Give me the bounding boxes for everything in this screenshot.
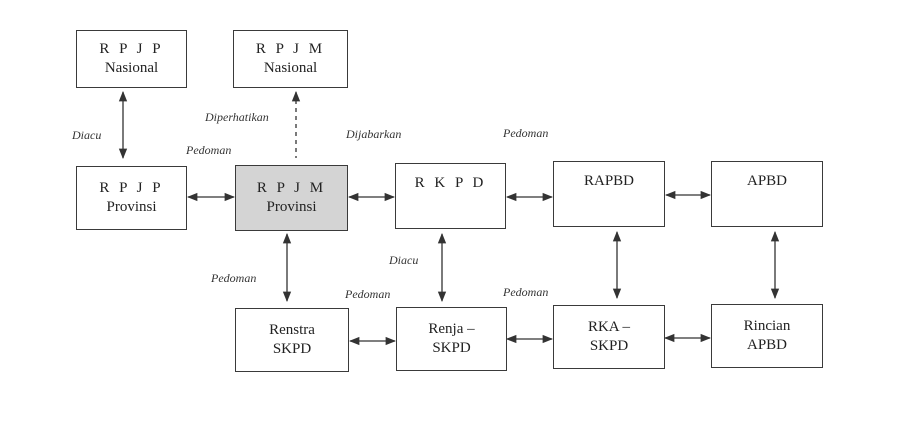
box-rpjp-nasional-line2: Nasional (104, 60, 159, 76)
box-rpjp-provinsi-line1: R P J P (99, 180, 164, 196)
box-rpjm-nasional-line1: R P J M (255, 41, 326, 57)
box-rkpd-line1: R K P D (414, 175, 487, 191)
box-rpjp-nasional-line1: R P J P (99, 41, 164, 57)
label-dijabarkan: Dijabarkan (346, 127, 402, 141)
label-diacu-left: Diacu (72, 128, 102, 142)
box-renstra-skpd-line1: Renstra (269, 322, 315, 338)
box-renja-skpd: Renja – SKPD (396, 307, 507, 371)
box-rkpd: R K P D (395, 163, 506, 229)
box-rincian-apbd-line2: APBD (746, 337, 787, 353)
box-rincian-apbd: Rincian APBD (711, 304, 823, 368)
box-rapbd: RAPBD (553, 161, 665, 227)
box-renstra-skpd-line2: SKPD (272, 341, 312, 357)
box-rapbd-line1: RAPBD (583, 173, 635, 189)
box-renja-skpd-line2: SKPD (432, 340, 471, 356)
label-pedoman-mid-left: Pedoman (211, 271, 257, 285)
box-rpjm-nasional-line2: Nasional (263, 60, 318, 76)
box-renja-skpd-line1: Renja – (428, 321, 475, 337)
box-rpjm-provinsi-line1: R P J M (256, 180, 327, 196)
box-rpjp-nasional: R P J P Nasional (76, 30, 187, 88)
box-apbd-line1: APBD (746, 173, 787, 189)
label-pedoman-bottom-right: Pedoman (503, 285, 549, 299)
box-rpjp-provinsi: R P J P Provinsi (76, 166, 187, 230)
box-rpjm-nasional: R P J M Nasional (233, 30, 348, 88)
box-apbd: APBD (711, 161, 823, 227)
label-pedoman-top-right: Pedoman (503, 126, 549, 140)
box-rpjp-provinsi-line2: Provinsi (106, 199, 157, 215)
box-rincian-apbd-line1: Rincian (743, 318, 791, 334)
box-renstra-skpd: Renstra SKPD (235, 308, 349, 372)
label-pedoman-left: Pedoman (186, 143, 232, 157)
box-rka-skpd-line2: SKPD (589, 338, 629, 354)
label-diperhatikan: Diperhatikan (205, 110, 269, 124)
box-rka-skpd-line1: RKA – (587, 319, 631, 335)
box-rpjm-provinsi: R P J M Provinsi (235, 165, 348, 231)
label-diacu-mid: Diacu (389, 253, 419, 267)
box-rpjm-provinsi-line2: Provinsi (266, 199, 317, 215)
label-pedoman-bottom-left: Pedoman (345, 287, 391, 301)
box-rka-skpd: RKA – SKPD (553, 305, 665, 369)
